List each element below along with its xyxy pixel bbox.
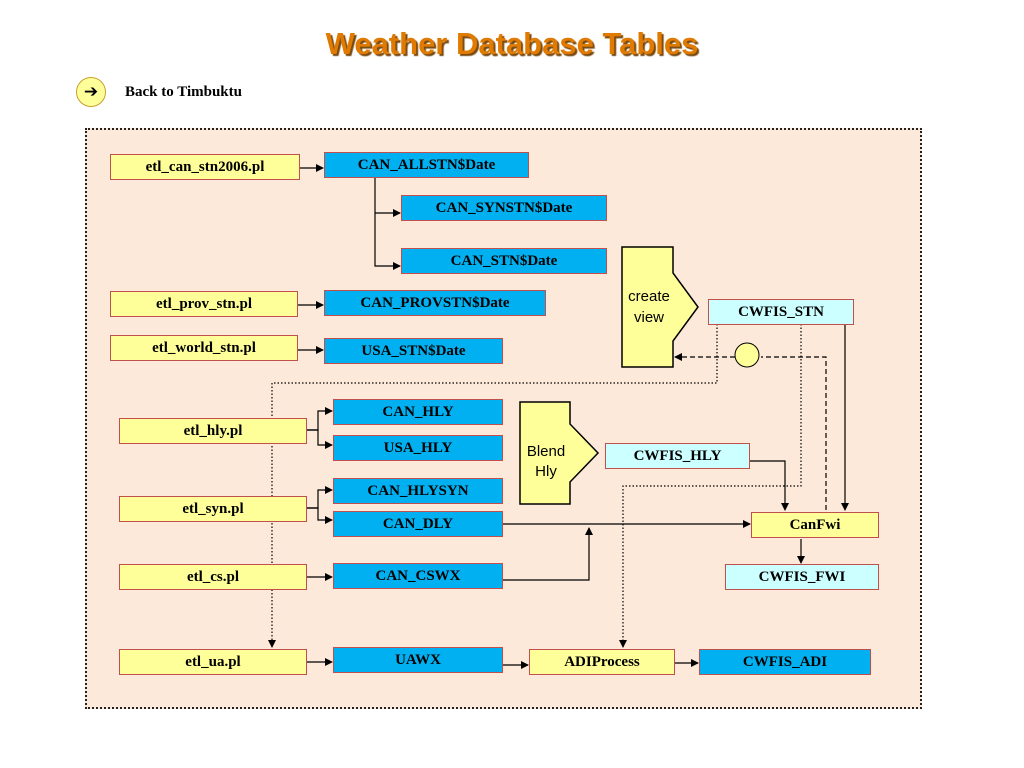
- back-link[interactable]: Back to Timbuktu: [125, 84, 242, 100]
- table-can-allstn: CAN_ALLSTN$Date: [324, 152, 529, 178]
- join-circle: [734, 342, 760, 368]
- script-etl-syn: etl_syn.pl: [119, 496, 307, 522]
- table-can-dly: CAN_DLY: [333, 511, 503, 537]
- script-etl-can-stn2006: etl_can_stn2006.pl: [110, 154, 300, 180]
- process-create-view-line2: view: [633, 309, 664, 326]
- block-arrow-shape: [519, 401, 600, 505]
- table-can-cswx: CAN_CSWX: [333, 563, 503, 589]
- table-can-provstn: CAN_PROVSTN$Date: [324, 290, 546, 316]
- page-title: Weather Database Tables: [325, 26, 699, 61]
- script-etl-world-stn: etl_world_stn.pl: [110, 335, 298, 361]
- script-etl-cs: etl_cs.pl: [119, 564, 307, 590]
- table-can-hly: CAN_HLY: [333, 399, 503, 425]
- process-blend-hly-line1: Blend: [526, 443, 566, 460]
- table-usa-hly: USA_HLY: [333, 435, 503, 461]
- cwfis-stn: CWFIS_STN: [708, 299, 854, 325]
- process-create-view-line1: create: [628, 288, 670, 305]
- back-button[interactable]: ➔: [76, 77, 106, 107]
- cwfis-fwi: CWFIS_FWI: [725, 564, 879, 590]
- process-canfwi: CanFwi: [751, 512, 879, 538]
- cwfis-adi: CWFIS_ADI: [699, 649, 871, 675]
- block-arrow-shape: [621, 246, 699, 368]
- script-etl-prov-stn: etl_prov_stn.pl: [110, 291, 298, 317]
- table-can-stn: CAN_STN$Date: [401, 248, 607, 274]
- table-uawx: UAWX: [333, 647, 503, 673]
- process-create-view: create view: [620, 245, 700, 369]
- arrow-left-icon: ➔: [83, 82, 99, 102]
- cwfis-hly: CWFIS_HLY: [605, 443, 750, 469]
- table-usa-stn: USA_STN$Date: [324, 338, 503, 364]
- process-blend-hly-line2: Hly: [535, 463, 557, 480]
- process-adiprocess: ADIProcess: [529, 649, 675, 675]
- script-etl-hly: etl_hly.pl: [119, 418, 307, 444]
- table-can-hlysyn: CAN_HLYSYN: [333, 478, 503, 504]
- table-can-synstn: CAN_SYNSTN$Date: [401, 195, 607, 221]
- process-blend-hly: Blend Hly: [518, 400, 600, 506]
- script-etl-ua: etl_ua.pl: [119, 649, 307, 675]
